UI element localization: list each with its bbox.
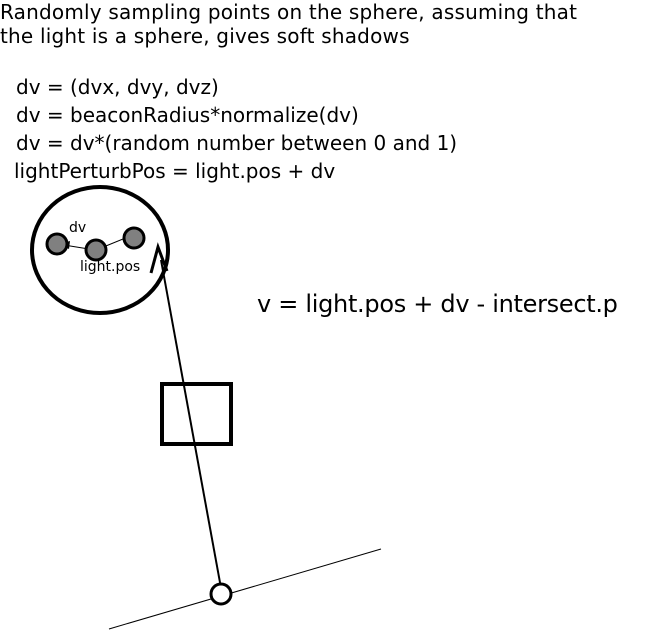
light-sphere: [30, 185, 170, 315]
title-line-1: Randomly sampling points on the sphere, …: [0, 0, 578, 24]
shadow-ray: [160, 259, 222, 589]
code-line-4: lightPerturbPos = light.pos + dv: [14, 159, 336, 183]
code-line-3: dv = dv*(random number between 0 and 1): [16, 131, 458, 155]
title-line-2: the light is a sphere, gives soft shadow…: [0, 24, 410, 48]
light-pos-point: [84, 238, 108, 262]
sample-point-left: [45, 232, 69, 256]
code-line-1: dv = (dvx, dvy, dvz): [16, 75, 219, 99]
code-line-2: dv = beaconRadius*normalize(dv): [16, 103, 359, 127]
sample-point-right: [122, 226, 146, 250]
shadow-ray-arrowhead: [149, 242, 169, 274]
light-pos-label: light.pos: [80, 259, 141, 275]
surface-line: [108, 548, 382, 630]
dv-label: dv: [69, 220, 87, 236]
occluder-box: [160, 382, 233, 446]
intersection-point: [209, 582, 233, 606]
equation-label: v = light.pos + dv - intersect.p: [257, 290, 618, 318]
